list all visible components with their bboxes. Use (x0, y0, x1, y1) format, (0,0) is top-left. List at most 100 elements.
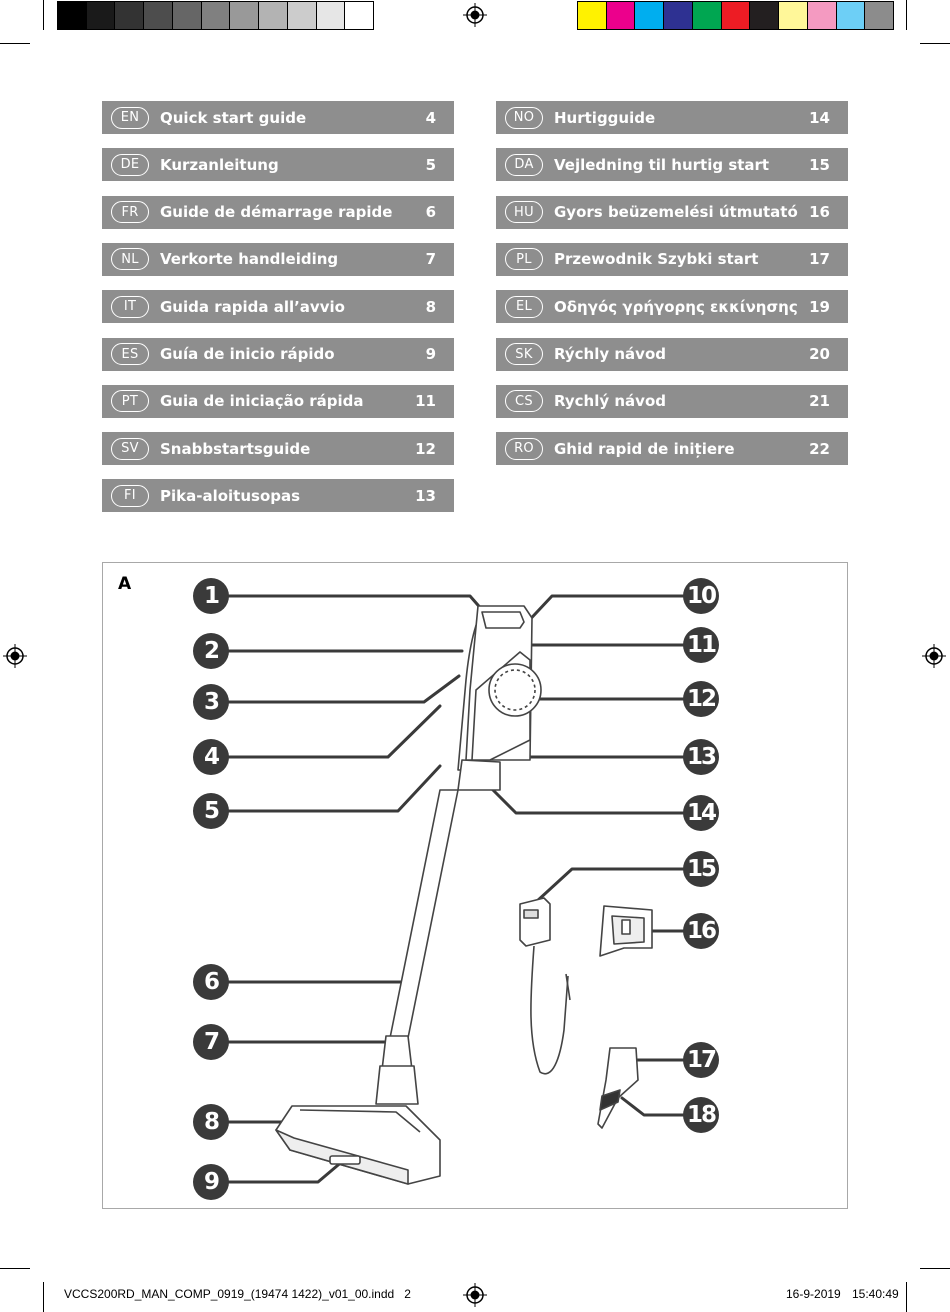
callout-10: 10 (683, 578, 719, 614)
language-code-badge: FI (111, 484, 149, 507)
toc-row-el[interactable]: EL Οδηγός γρήγορης εκκίνησης 19 (496, 290, 848, 324)
callout-14: 14 (683, 795, 719, 831)
callout-12: 12 (683, 681, 719, 717)
crop-mark (0, 1268, 30, 1269)
color-swatch (635, 2, 665, 29)
toc-title: Rychlý návod (554, 392, 666, 411)
color-swatch (578, 2, 607, 29)
toc-row-cs[interactable]: CS Rychlý návod 21 (496, 384, 848, 418)
callout-18: 18 (683, 1097, 719, 1133)
toc-page-number: 13 (415, 486, 436, 505)
toc-title: Quick start guide (160, 108, 307, 127)
language-code-badge: DA (505, 153, 543, 176)
language-code-badge: IT (111, 295, 149, 318)
callout-9: 9 (193, 1164, 229, 1200)
callout-11: 11 (683, 627, 719, 663)
callout-7: 7 (193, 1024, 229, 1060)
toc-row-hu[interactable]: HU Gyors beüzemelési útmutató 16 (496, 195, 848, 229)
toc-page-number: 12 (415, 439, 436, 458)
color-swatch (750, 2, 780, 29)
callout-17: 17 (683, 1042, 719, 1078)
toc-title: Ghid rapid de inițiere (554, 439, 735, 458)
language-code-badge: PT (111, 390, 149, 413)
crop-mark (920, 43, 950, 44)
language-code-badge: NO (505, 106, 543, 129)
registration-mark-right-icon (922, 644, 946, 668)
language-code-badge: SV (111, 437, 149, 460)
toc-page-number: 16 (809, 203, 830, 222)
crop-mark (0, 43, 30, 44)
color-swatch (287, 2, 317, 29)
toc-title: Guida rapida all’avvio (160, 297, 345, 316)
toc-page-number: 11 (415, 392, 436, 411)
language-code-badge: NL (111, 248, 149, 271)
toc-title: Snabbstartsguide (160, 439, 311, 458)
toc-title: Οδηγός γρήγορης εκκίνησης (554, 297, 798, 316)
color-swatch (172, 2, 202, 29)
language-code-badge: HU (505, 201, 543, 224)
toc-page-number: 5 (425, 155, 436, 174)
toc-title: Guía de inicio rápido (160, 345, 335, 363)
toc-page-number: 14 (809, 108, 830, 127)
toc-title: Przewodnik Szybki start (554, 250, 759, 269)
color-swatch (230, 2, 260, 29)
registration-mark-bottom-icon (463, 1283, 487, 1307)
toc-page-number: 6 (425, 203, 436, 222)
color-swatch (692, 2, 722, 29)
footer-date: 16-9-2019 (786, 1287, 841, 1301)
toc-title: Verkorte handleiding (160, 250, 339, 269)
toc-title: Pika-aloitusopas (160, 486, 301, 505)
callout-8: 8 (193, 1104, 229, 1140)
callout-6: 6 (193, 964, 229, 1000)
color-swatch (259, 2, 288, 29)
callout-13: 13 (683, 739, 719, 775)
gray-scale-bar (57, 1, 374, 30)
callout-3: 3 (193, 684, 229, 720)
callout-16: 16 (683, 913, 719, 949)
crop-mark (906, 1282, 907, 1312)
callout-1: 1 (193, 578, 229, 614)
footer-time: 15:40:49 (852, 1287, 899, 1301)
language-code-badge: ES (111, 343, 149, 365)
toc-row-sv[interactable]: SV Snabbstartsguide 12 (102, 432, 454, 466)
language-code-badge: SK (505, 343, 543, 365)
toc-row-it[interactable]: IT Guida rapida all’avvio 8 (102, 290, 454, 324)
crop-mark (43, 0, 44, 30)
language-code-badge: PL (505, 248, 543, 271)
toc-row-fi[interactable]: FI Pika-aloitusopas 13 (102, 479, 454, 513)
callout-4: 4 (193, 739, 229, 775)
crop-mark (920, 1268, 950, 1269)
toc-page-number: 19 (809, 297, 830, 316)
color-calibration-bar (577, 1, 894, 30)
color-swatch (865, 2, 894, 29)
toc-page-number: 8 (425, 297, 436, 316)
toc-title: Guide de démarrage rapide (160, 203, 393, 222)
color-swatch (807, 2, 837, 29)
registration-mark-left-icon (3, 644, 27, 668)
toc-title: Gyors beüzemelési útmutató (554, 203, 798, 222)
toc-page-number: 21 (809, 392, 830, 411)
crop-mark (906, 0, 907, 30)
language-code-badge: EN (111, 106, 149, 129)
color-swatch (201, 2, 231, 29)
color-swatch (58, 2, 87, 29)
language-code-badge: EL (505, 295, 543, 318)
color-swatch (779, 2, 808, 29)
language-code-badge: DE (111, 153, 149, 176)
toc-page-number: 22 (809, 439, 830, 458)
toc-title: Vejledning til hurtig start (554, 155, 770, 174)
language-code-badge: CS (505, 390, 543, 413)
color-swatch (144, 2, 173, 29)
